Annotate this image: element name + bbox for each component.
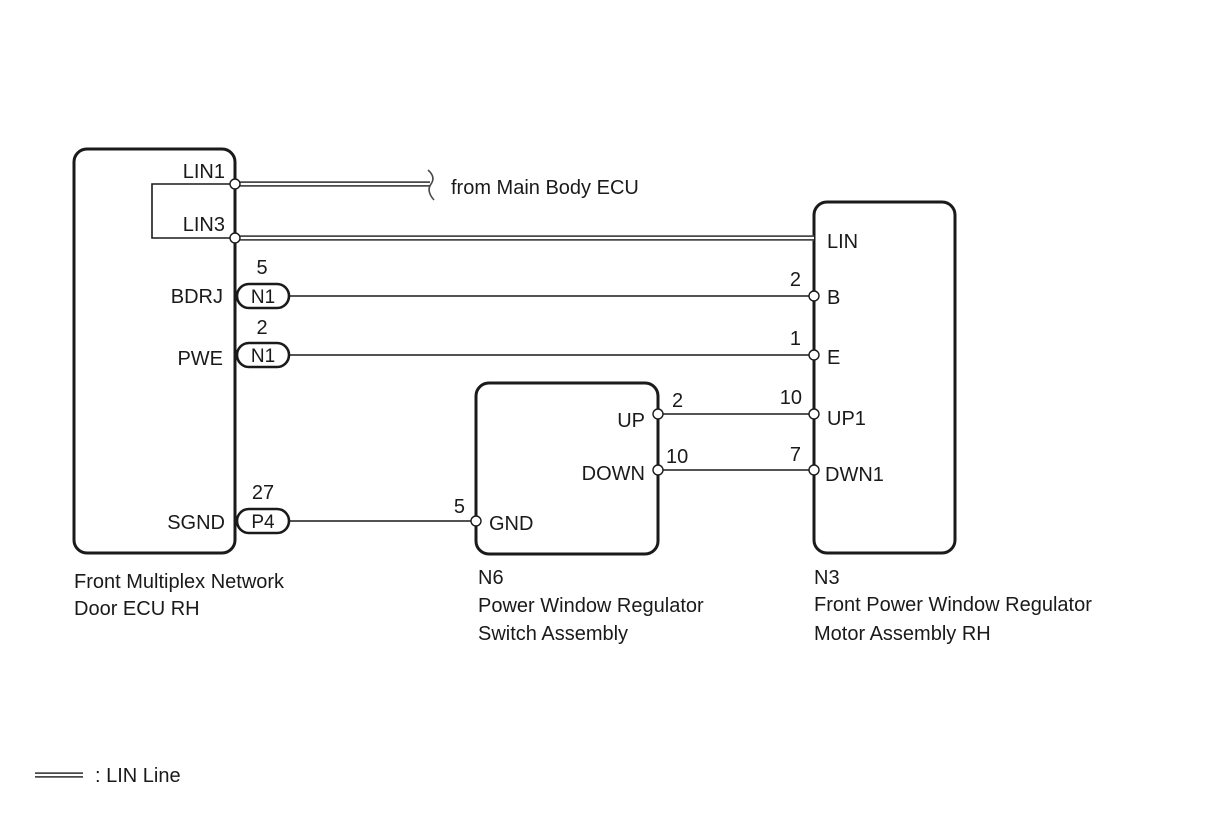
motor-code: N3 xyxy=(814,567,840,589)
ecu-pin-num-bdrj: 5 xyxy=(256,257,267,279)
terminal-gnd xyxy=(470,515,482,527)
ecu-pin-num-sgnd: 27 xyxy=(252,482,274,504)
motor-box xyxy=(812,200,957,555)
ecu-label-line2: Door ECU RH xyxy=(74,598,200,620)
ecu-pin-num-pwe: 2 xyxy=(256,317,267,339)
motor-pin-b: B xyxy=(827,287,840,309)
ecu-pin-sgnd: SGND xyxy=(167,512,225,534)
motor-pin-dwn1: DWN1 xyxy=(825,464,884,486)
switch-code: N6 xyxy=(478,567,504,589)
lin1-break-mark xyxy=(427,169,435,201)
switch-pin-num-gnd: 5 xyxy=(454,496,465,518)
connector-pwe-id: N1 xyxy=(251,346,275,367)
ecu-internal-link xyxy=(151,183,235,239)
motor-label-line1: Front Power Window Regulator xyxy=(814,594,1092,616)
switch-pin-gnd: GND xyxy=(489,513,533,535)
terminal-lin3 xyxy=(229,232,241,244)
switch-pin-up: UP xyxy=(617,410,645,432)
switch-pin-down: DOWN xyxy=(582,463,645,485)
motor-pin-num-e: 1 xyxy=(790,328,801,350)
connector-bdrj: N1 xyxy=(235,282,291,310)
terminal-up xyxy=(652,408,664,420)
motor-label-line2: Motor Assembly RH xyxy=(814,623,991,645)
ecu-pin-bdrj: BDRJ xyxy=(171,286,223,308)
ecu-pin-lin3: LIN3 xyxy=(183,214,225,236)
from-main-body-ecu-label: from Main Body ECU xyxy=(451,177,639,199)
ecu-pin-lin1: LIN1 xyxy=(183,161,225,183)
ecu-pin-pwe: PWE xyxy=(177,348,223,370)
terminal-e xyxy=(808,349,820,361)
ecu-box xyxy=(72,147,237,555)
connector-bdrj-id: N1 xyxy=(251,287,275,308)
connector-sgnd-id: P4 xyxy=(251,512,275,533)
terminal-dwn1 xyxy=(808,464,820,476)
terminal-b xyxy=(808,290,820,302)
motor-pin-num-dwn1: 7 xyxy=(790,444,801,466)
motor-pin-up1: UP1 xyxy=(827,408,866,430)
terminal-up1 xyxy=(808,408,820,420)
ecu-label-line1: Front Multiplex Network xyxy=(74,571,285,593)
motor-pin-num-b: 2 xyxy=(790,269,801,291)
motor-pin-e: E xyxy=(827,347,840,369)
terminal-down xyxy=(652,464,664,476)
switch-pin-num-down: 10 xyxy=(666,446,688,468)
motor-pin-lin: LIN xyxy=(827,231,858,253)
connector-sgnd: P4 xyxy=(235,507,291,535)
connector-pwe: N1 xyxy=(235,341,291,369)
terminal-lin1 xyxy=(229,178,241,190)
legend-lin-line-label: : LIN Line xyxy=(95,765,181,787)
switch-pin-num-up: 2 xyxy=(672,390,683,412)
switch-label-line1: Power Window Regulator xyxy=(478,595,704,617)
switch-label-line2: Switch Assembly xyxy=(478,623,628,645)
motor-pin-num-up1: 10 xyxy=(780,387,802,409)
